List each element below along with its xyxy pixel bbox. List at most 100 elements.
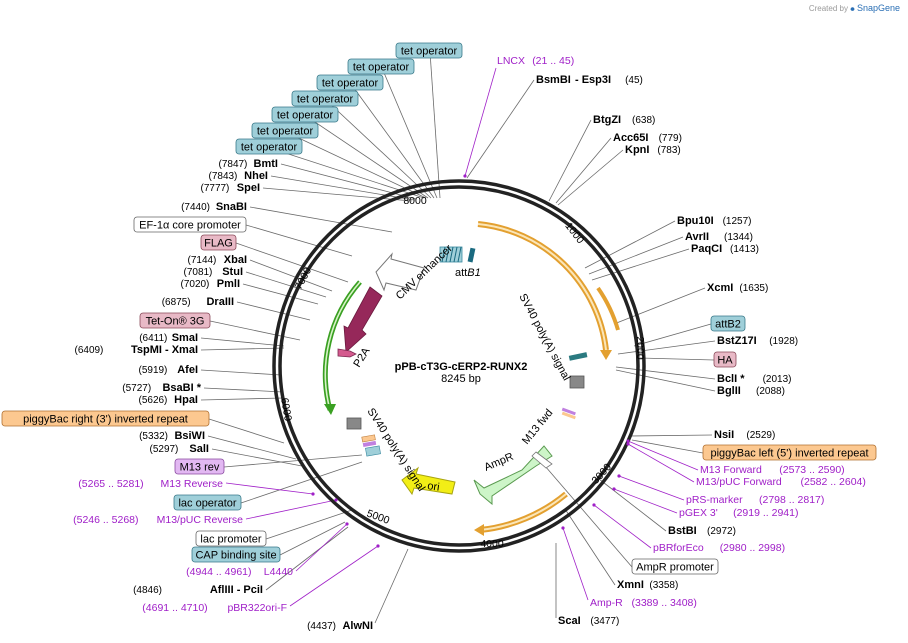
restriction-site-label[interactable]: SnaBI xyxy=(216,201,247,213)
restriction-site-position: (638) xyxy=(632,115,655,126)
restriction-site-label[interactable]: AflIII - PciI xyxy=(210,584,263,596)
restriction-site-label[interactable]: Acc65I xyxy=(613,132,648,144)
feature-callout-box[interactable] xyxy=(200,234,237,251)
ampr-arrow[interactable] xyxy=(473,445,553,506)
cmv-enhancer-arrow[interactable] xyxy=(375,252,425,292)
restriction-site-label[interactable]: BtgZI xyxy=(593,114,621,126)
feature-callout-box[interactable] xyxy=(133,216,247,233)
restriction-site-label[interactable]: PmlI xyxy=(217,278,240,290)
primer-label[interactable]: L4440 xyxy=(264,566,293,578)
feature-callout-box[interactable] xyxy=(631,558,719,575)
restriction-site-label[interactable]: BsmBI xyxy=(536,74,571,86)
feature-callout-box[interactable] xyxy=(251,122,319,139)
restriction-site-label[interactable]: Bpu10I xyxy=(677,215,714,227)
feature-callout-box[interactable] xyxy=(174,458,225,475)
feature-callout-box[interactable] xyxy=(235,138,303,155)
attb1-hatch[interactable] xyxy=(439,246,463,263)
m13-fwd-markers[interactable] xyxy=(561,407,576,420)
restriction-site-label[interactable]: BclI * xyxy=(717,373,745,385)
feature-callout-box[interactable] xyxy=(347,58,415,75)
primer-labels: LNCX(21 .. 45)M13 Forward(2573 .. 2590)M… xyxy=(73,55,866,614)
restriction-site-label[interactable]: NsiI xyxy=(714,429,734,441)
restriction-site-label[interactable]: BstZ17I xyxy=(717,335,757,347)
primer-range: (2582 .. 2604) xyxy=(801,476,866,488)
green-cds-arc[interactable] xyxy=(322,280,362,411)
restriction-site-position: (3477) xyxy=(590,616,619,627)
feature-callout-box[interactable] xyxy=(271,106,339,123)
tag-marker-attb1[interactable] xyxy=(467,247,476,263)
restriction-site-isoschizomer[interactable]: - Esp3I xyxy=(575,74,611,86)
maroon-cds-arrow[interactable] xyxy=(343,286,383,353)
ampr-promoter-marker[interactable] xyxy=(531,451,553,469)
restriction-site-label[interactable]: HpaI xyxy=(174,394,198,406)
restriction-site-label[interactable]: DraIII xyxy=(206,296,234,308)
restriction-site-label[interactable]: BsaBI * xyxy=(162,382,201,394)
ampr-label: AmpR xyxy=(482,451,515,474)
restriction-site-label[interactable]: BsiWI xyxy=(174,430,205,442)
feature-callout-label: CAP binding site xyxy=(195,550,276,562)
backbone-outer-ring xyxy=(272,179,646,553)
feature-callout-box[interactable] xyxy=(191,546,281,563)
feature-callout-box[interactable] xyxy=(702,444,877,461)
restriction-site-label[interactable]: StuI xyxy=(222,266,243,278)
feature-callout-box[interactable] xyxy=(710,315,746,332)
restriction-site-label[interactable]: AvrII xyxy=(685,231,709,243)
restriction-site-position: (5297) xyxy=(149,444,178,455)
p2a-feature[interactable] xyxy=(337,348,357,358)
restriction-site-label[interactable]: ScaI xyxy=(558,615,581,627)
lac-markers[interactable] xyxy=(361,434,381,457)
restriction-site-label[interactable]: AlwNI xyxy=(342,620,373,632)
feature-callout-box[interactable] xyxy=(395,42,463,59)
restriction-site-label[interactable]: PaqCI xyxy=(691,243,722,255)
primer-label[interactable]: pRS-marker xyxy=(686,494,743,506)
restriction-site-label[interactable]: BmtI xyxy=(254,158,278,170)
primer-range: (2919 .. 2941) xyxy=(733,507,798,519)
primer-binding-marker xyxy=(376,544,380,548)
restriction-site-label[interactable]: AfeI xyxy=(177,364,198,376)
restriction-site-label[interactable]: XbaI xyxy=(224,254,247,266)
restriction-site-labels: BsmBI- Esp3I(45)BtgZI(638)Acc65I(779)Kpn… xyxy=(74,74,798,632)
primer-range: (21 .. 45) xyxy=(532,55,574,67)
restriction-site-position: (6409) xyxy=(74,345,103,356)
restriction-site-label[interactable]: BstBI xyxy=(668,525,697,537)
feature-callout-box[interactable] xyxy=(173,494,242,511)
ori-arrow[interactable] xyxy=(401,466,456,496)
restriction-site-label[interactable]: SpeI xyxy=(237,182,260,194)
primer-label[interactable]: Amp-R xyxy=(590,597,623,609)
primer-label[interactable]: pGEX 3' xyxy=(679,507,718,519)
primer-label[interactable]: M13 Reverse xyxy=(161,478,224,490)
feature-callout-box[interactable] xyxy=(291,90,359,107)
primer-label[interactable]: pBRforEco xyxy=(653,542,704,554)
restriction-site-label[interactable]: TspMI - XmaI xyxy=(131,344,198,356)
restriction-site-label[interactable]: SmaI xyxy=(172,332,198,344)
restriction-site-label[interactable]: KpnI xyxy=(625,144,649,156)
restriction-site-label[interactable]: NheI xyxy=(244,170,268,182)
primer-range: (5246 .. 5268) xyxy=(73,514,138,526)
feature-callout-box[interactable] xyxy=(316,74,384,91)
attb2-marker[interactable] xyxy=(568,352,588,361)
bgh-marker[interactable] xyxy=(569,375,585,389)
restriction-site-position: (2013) xyxy=(763,374,792,385)
restriction-site-label[interactable]: XcmI xyxy=(707,282,733,294)
restriction-site-label[interactable]: XmnI xyxy=(617,579,644,591)
primer-label[interactable]: LNCX xyxy=(497,55,525,67)
sv40-left-marker[interactable] xyxy=(346,417,362,430)
restriction-site-position: (7777) xyxy=(200,183,229,194)
backbone-inner-ring xyxy=(278,185,640,547)
primer-label[interactable]: M13 Forward xyxy=(700,464,762,476)
feature-callout-box[interactable] xyxy=(139,312,211,329)
feature-callout-label: tet operator xyxy=(257,126,314,138)
primer-label[interactable]: M13/pUC Reverse xyxy=(157,514,244,526)
restriction-site-position: (783) xyxy=(657,145,680,156)
restriction-site-position: (7020) xyxy=(180,279,209,290)
feature-callout-box[interactable] xyxy=(1,410,210,427)
feature-callout-box[interactable] xyxy=(195,530,267,547)
restriction-site-label[interactable]: SalI xyxy=(189,443,209,455)
restriction-site-label[interactable]: BglII xyxy=(717,385,741,397)
primer-label[interactable]: M13/pUC Forward xyxy=(696,476,782,488)
primer-label[interactable]: pBR322ori-F xyxy=(227,602,287,614)
feature-callout-box[interactable] xyxy=(713,351,737,368)
